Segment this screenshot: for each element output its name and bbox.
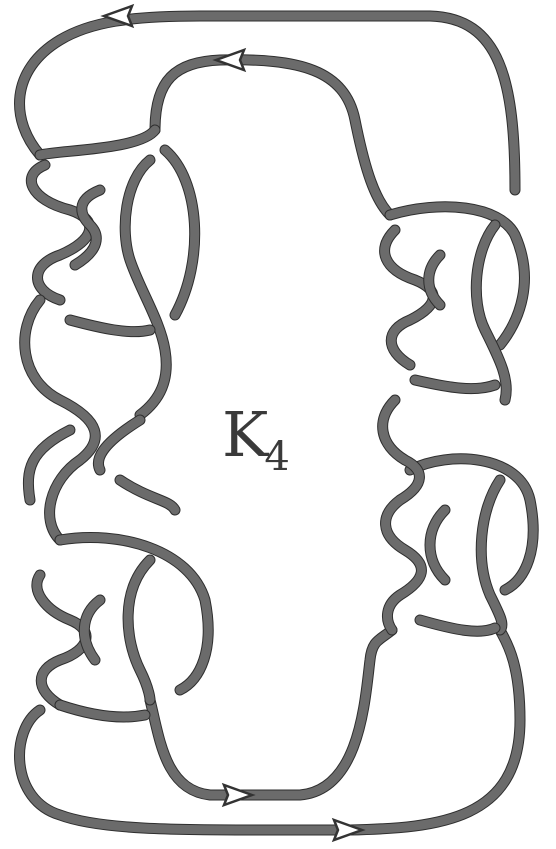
- left-top-underpass: [70, 320, 150, 332]
- arrow-bottom-outer-icon: [334, 820, 362, 840]
- right-bottom-twist-c: [481, 480, 502, 630]
- left-top-lobe: [165, 150, 195, 315]
- right-top-twist-b: [429, 255, 440, 305]
- left-bottom-underpass: [60, 705, 145, 717]
- left-top-bridge: [40, 130, 155, 155]
- knot-label-main: K: [222, 398, 268, 471]
- right-top-twist-a: [385, 230, 434, 365]
- right-top-twist-c: [476, 225, 506, 400]
- inner-bottom-strand: [150, 630, 392, 795]
- left-mid-strand-c: [120, 480, 175, 510]
- arrow-top-inner-icon: [216, 50, 244, 70]
- arrow-bottom-inner-icon: [224, 785, 252, 805]
- left-top-twist-a: [31, 165, 89, 300]
- left-mid-strand-a: [25, 300, 96, 540]
- left-mid-strand-b: [98, 420, 140, 470]
- outer-top-strand: [20, 16, 515, 190]
- right-bottom-lobe: [410, 459, 533, 590]
- knot-label: K4: [222, 404, 294, 466]
- knot-label-subscript: 4: [264, 434, 289, 480]
